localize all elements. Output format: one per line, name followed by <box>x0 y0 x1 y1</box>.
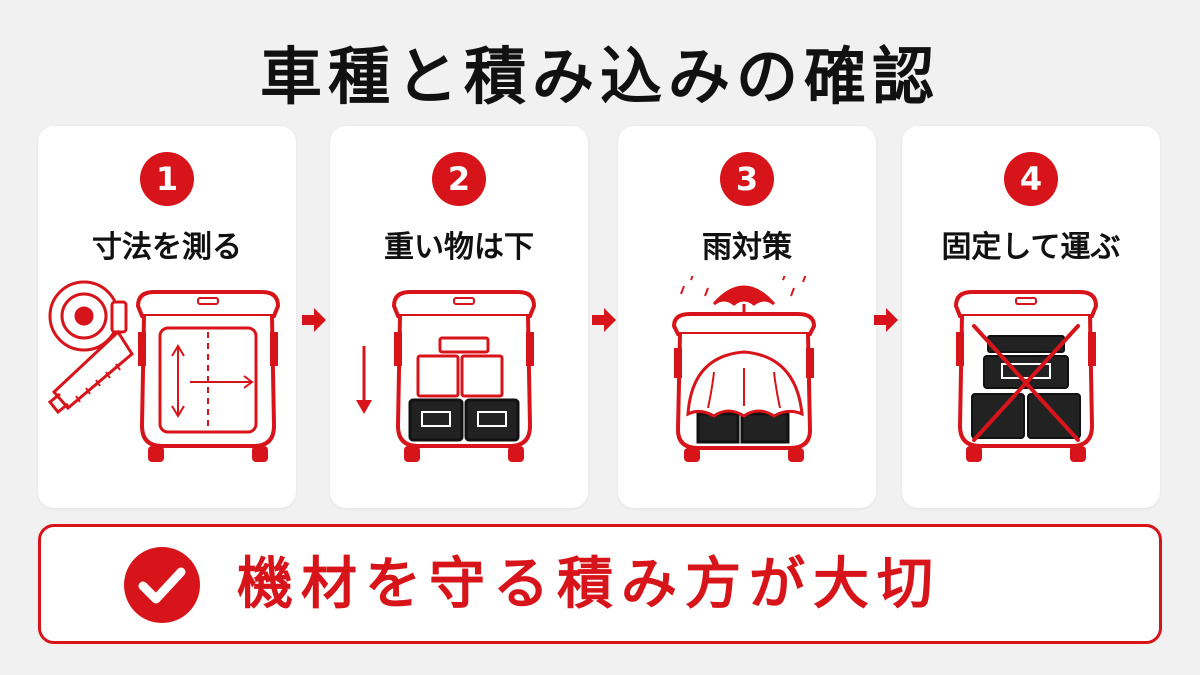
step-card-4: 4 固定して運ぶ <box>902 126 1160 508</box>
step-4-illustration <box>953 290 1099 462</box>
step-label: 寸法を測る <box>92 230 242 265</box>
rain-cover <box>686 350 804 444</box>
tape-measure-icon <box>47 280 134 415</box>
step-number-badge: 3 <box>720 152 774 206</box>
step-label: 固定して運ぶ <box>941 230 1121 265</box>
step-number-badge: 1 <box>140 152 194 206</box>
flow-arrow-icon <box>874 308 898 332</box>
check-circle-icon <box>124 547 200 623</box>
step-card-2: 2 重い物は下 <box>330 126 588 508</box>
flow-arrow-icon <box>302 308 326 332</box>
step-card-3: 3 雨対策 <box>618 126 876 508</box>
rain-icon <box>680 276 807 297</box>
step-card-1: 1 寸法を測る <box>38 126 296 508</box>
equipment-boxes <box>408 336 520 442</box>
cross-strap-icon <box>972 324 1080 442</box>
flow-arrow-icon <box>592 308 616 332</box>
step-2-illustration <box>356 290 537 462</box>
van-rear-icon <box>135 290 281 462</box>
step-label: 雨対策 <box>702 230 792 265</box>
summary-banner: 機材を守る積み方が大切 <box>38 524 1162 644</box>
step-1-illustration <box>47 280 281 462</box>
step-number-badge: 4 <box>1004 152 1058 206</box>
down-arrow-icon <box>356 346 372 414</box>
summary-text: 機材を守る積み方が大切 <box>237 552 941 617</box>
step-3-illustration <box>671 276 817 462</box>
step-label: 重い物は下 <box>384 230 534 265</box>
step-number-badge: 2 <box>432 152 486 206</box>
page-title: 車種と積み込みの確認 <box>259 40 940 113</box>
